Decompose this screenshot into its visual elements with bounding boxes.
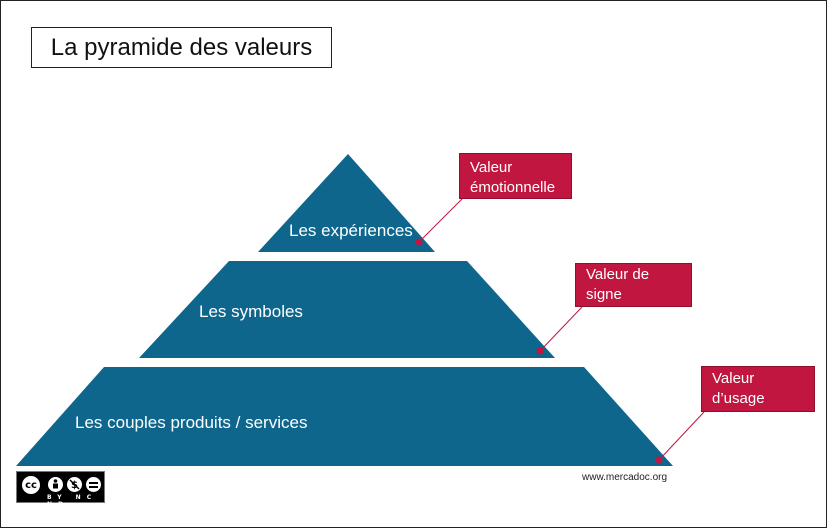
nc-icon: $ <box>65 475 84 494</box>
value-box-usage: Valeur d’usage <box>701 366 815 412</box>
nd-icon <box>84 475 103 494</box>
cc-license-badge: cc $ BY NC ND <box>16 471 105 508</box>
pyramid-tier-couples <box>16 367 673 466</box>
connector-line-signe <box>539 306 583 352</box>
tier-label-couples: Les couples produits / services <box>75 413 308 432</box>
cc-terms: BY NC ND <box>47 494 98 508</box>
value-box-signe: Valeur de signe <box>575 263 692 307</box>
diagram-title: La pyramide des valeurs <box>31 27 332 68</box>
connector-dot-emotionnelle <box>415 238 423 246</box>
connector-line-usage <box>658 411 705 461</box>
tier-label-experiences: Les expériences <box>289 221 413 240</box>
pyramid-tier-symboles <box>139 261 555 358</box>
value-box-emotionnelle: Valeur émotionnelle <box>459 153 572 199</box>
tier-label-symboles: Les symboles <box>199 302 303 321</box>
connector-line-emotionnelle <box>418 197 464 243</box>
connector-dot-usage <box>655 456 663 464</box>
connector-dot-signe <box>536 347 544 355</box>
pyramid-tier-experiences <box>258 154 435 252</box>
cc-icon: cc <box>20 474 42 496</box>
footer-site-url: www.mercadoc.org <box>582 472 668 483</box>
by-icon <box>46 475 65 494</box>
